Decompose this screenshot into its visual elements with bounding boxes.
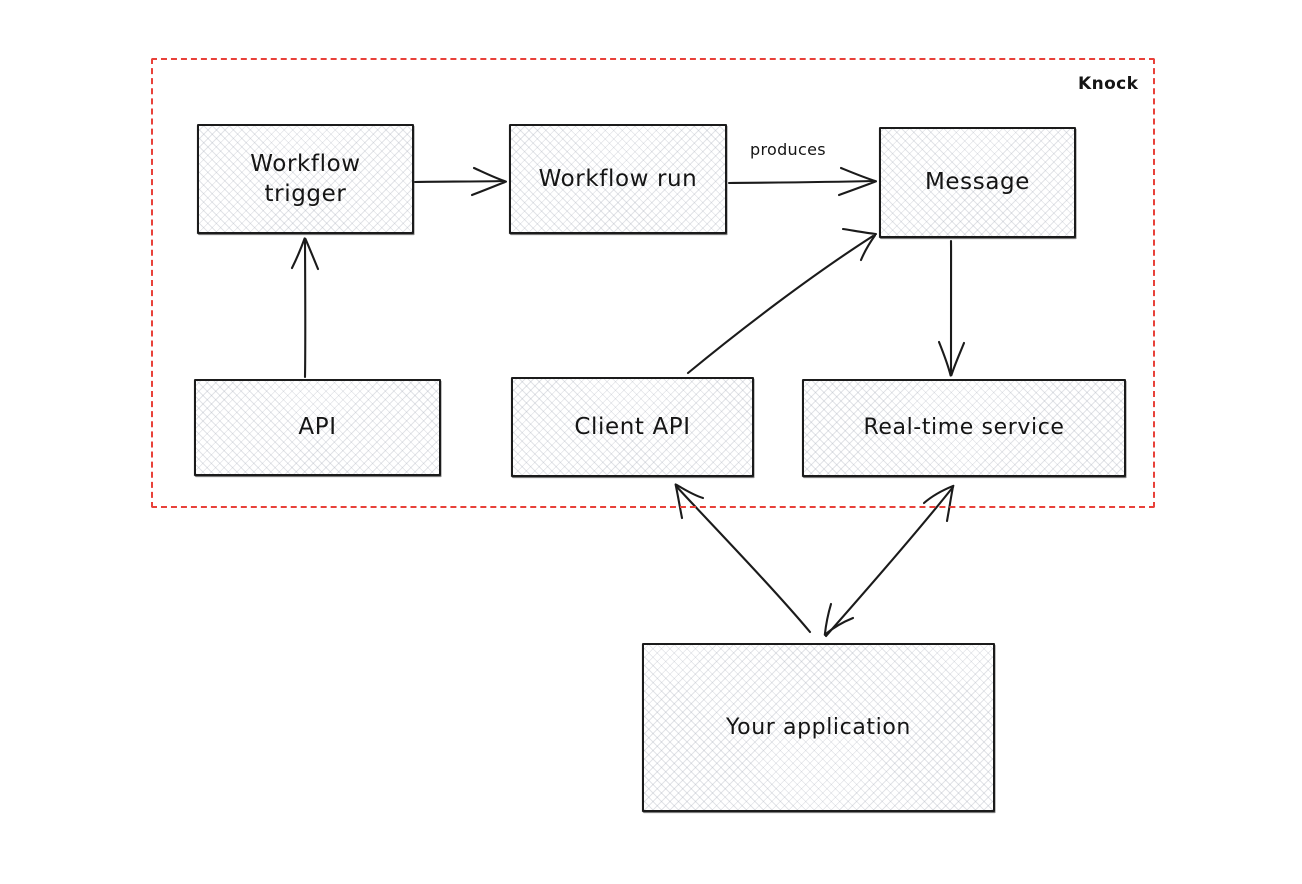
edge-api-to-trigger [290,237,320,379]
edge-realtime-to-app [823,484,955,638]
edge-app-to-client-api [674,483,812,634]
node-message[interactable]: Message [879,127,1076,238]
node-client-api[interactable]: Client API [511,377,754,477]
node-your-application[interactable]: Your application [642,643,995,812]
edge-message-to-realtime [937,239,966,377]
edge-run-to-message [727,166,878,197]
edge-client-api-to-message [686,227,878,375]
node-workflow-run[interactable]: Workflow run [509,124,727,234]
node-realtime-service[interactable]: Real-time service [802,379,1126,477]
edge-label-produces: produces [750,140,826,159]
node-api[interactable]: API [194,379,441,476]
edge-trigger-to-run [413,166,508,197]
group-label-knock: Knock [1078,74,1139,94]
